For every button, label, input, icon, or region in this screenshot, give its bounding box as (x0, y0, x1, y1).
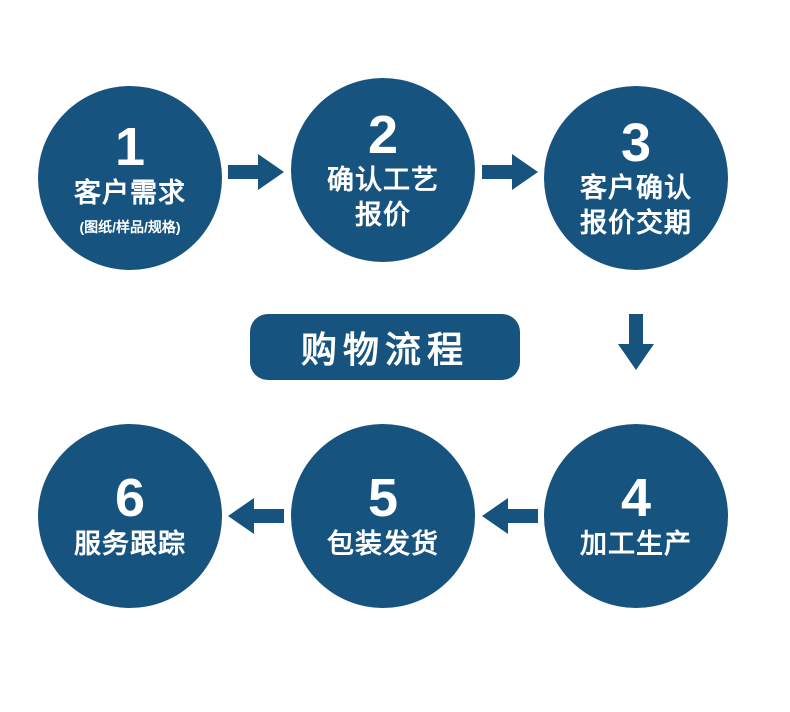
step-number: 1 (114, 117, 146, 178)
step-2-circle: 2 确认工艺 报价 (291, 78, 475, 262)
step-number: 5 (367, 468, 399, 529)
step-label: 客户确认 (580, 173, 692, 204)
step-label: 包装发货 (327, 528, 439, 559)
arrow-right-icon (228, 154, 284, 190)
arrow-left-icon (228, 498, 284, 534)
step-3-circle: 3 客户确认 报价交期 (544, 86, 728, 270)
step-label: 服务跟踪 (74, 528, 186, 559)
step-label: 确认工艺 (327, 165, 439, 196)
step-note: (图纸/样品/规格) (79, 218, 181, 235)
step-label: 加工生产 (580, 528, 692, 559)
step-label: 客户需求 (74, 177, 186, 208)
arrow-down-icon (618, 314, 654, 370)
step-5-circle: 5 包装发货 (291, 424, 475, 608)
step-4-circle: 4 加工生产 (544, 424, 728, 608)
process-title-badge: 购物流程 (250, 314, 520, 380)
step-number: 3 (620, 112, 652, 173)
step-6-circle: 6 服务跟踪 (38, 424, 222, 608)
arrow-right-icon (482, 154, 538, 190)
step-number: 4 (620, 468, 652, 529)
step-number: 6 (114, 468, 146, 529)
step-number: 2 (367, 104, 399, 165)
step-1-circle: 1 客户需求 (图纸/样品/规格) (38, 86, 222, 270)
step-label: 报价交期 (580, 208, 692, 239)
process-title: 购物流程 (300, 329, 469, 370)
arrow-left-icon (482, 498, 538, 534)
step-label: 报价 (355, 200, 411, 231)
